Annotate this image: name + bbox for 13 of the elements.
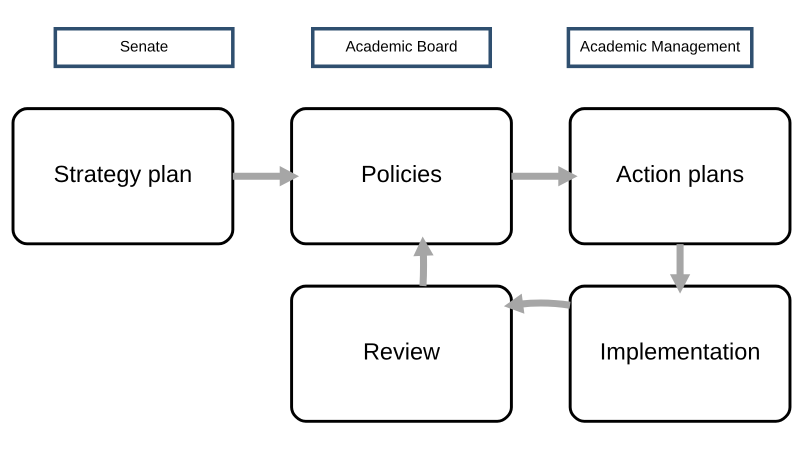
node-box: Implementation xyxy=(568,284,792,423)
arrow xyxy=(511,166,578,186)
arrow xyxy=(670,244,690,294)
arrow xyxy=(413,236,434,286)
node-box: Review xyxy=(290,284,513,423)
arrow xyxy=(232,166,300,186)
node-box: Senate xyxy=(54,26,235,68)
node-box: Policies xyxy=(290,107,513,246)
node-box: Strategy plan xyxy=(12,107,234,246)
node-box: Academic Board xyxy=(311,26,492,68)
node-box: Action plans xyxy=(568,107,792,246)
arrow xyxy=(504,294,571,314)
node-box: Academic Management xyxy=(566,26,754,68)
